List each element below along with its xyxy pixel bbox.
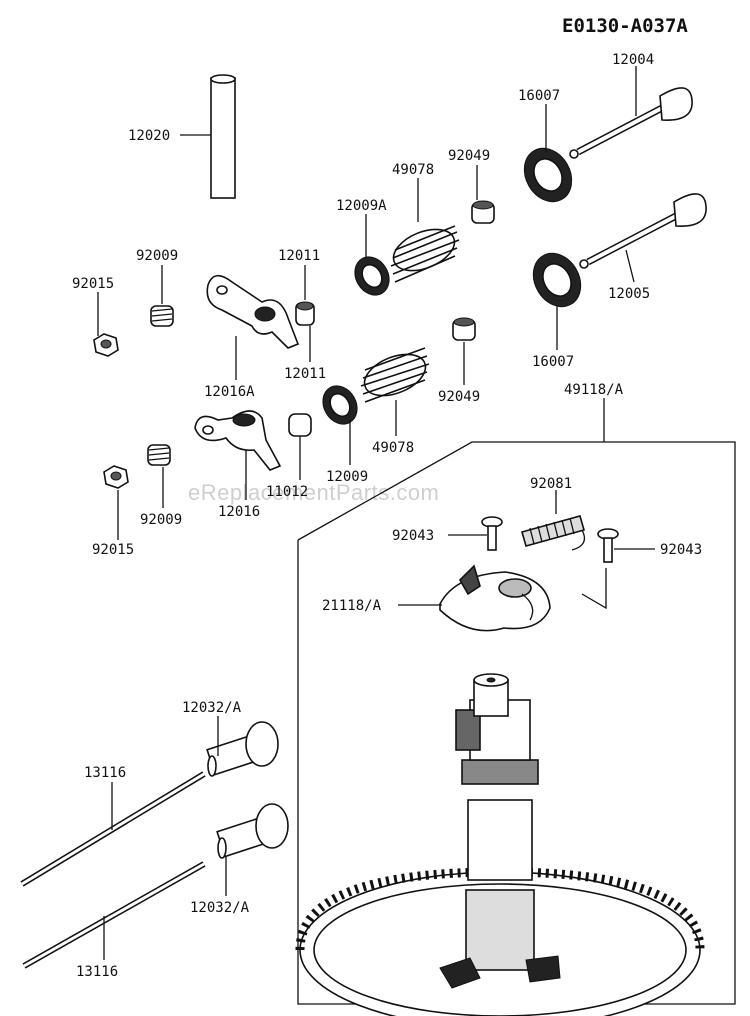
label-12009: 12009 — [326, 469, 368, 485]
part-16007-retainer-bottom — [532, 252, 582, 308]
label-12032A-bottom: 12032/A — [190, 900, 250, 916]
watermark: eReplacementParts.com — [188, 480, 439, 505]
part-92015-nut-top — [93, 333, 119, 357]
part-16007-retainer-top — [523, 147, 573, 203]
label-49118A: 49118/A — [564, 382, 624, 398]
label-49078-top: 49078 — [392, 162, 434, 178]
part-13116-pushrod-bottom — [22, 861, 206, 969]
part-12032A-tappet-top — [206, 721, 279, 777]
part-12016-rocker-arm — [194, 410, 282, 471]
part-92015-nut-bottom — [103, 465, 129, 489]
label-12009A: 12009A — [336, 198, 387, 214]
diagram-code: E0130-A037A — [562, 15, 688, 37]
part-21118A-decompression — [439, 564, 551, 632]
label-12020: 12020 — [128, 128, 170, 144]
part-92043-pin-left — [481, 516, 503, 551]
camshaft-assembly-boundary — [297, 441, 736, 1005]
label-92049-top: 92049 — [448, 148, 490, 164]
label-92049-bottom: 92049 — [438, 389, 480, 405]
label-12016A: 12016A — [204, 384, 255, 400]
label-92009-bottom: 92009 — [140, 512, 182, 528]
part-49078-spring-bottom — [360, 347, 430, 403]
part-92049-cap-top — [471, 200, 495, 224]
label-92009-top: 92009 — [136, 248, 178, 264]
part-49078-spring-top — [390, 225, 460, 283]
part-camshaft — [295, 673, 705, 1016]
label-12032A-top: 12032/A — [182, 700, 242, 716]
part-12011-bushing — [295, 301, 315, 326]
part-12020-pin — [210, 74, 236, 199]
label-13116-top: 13116 — [84, 765, 126, 781]
label-16007-top: 16007 — [518, 88, 560, 104]
label-92081: 92081 — [530, 476, 572, 492]
part-12009-seat — [322, 385, 358, 425]
part-92081-spring — [521, 515, 586, 551]
label-16007-bottom: 16007 — [532, 354, 574, 370]
part-11012-bushing — [288, 413, 312, 437]
label-92015-bottom: 92015 — [92, 542, 134, 558]
label-92043-left: 92043 — [392, 528, 434, 544]
part-92009-adjuster-bottom — [147, 444, 171, 466]
part-12004-valve — [569, 87, 693, 159]
label-12011-bottom: 12011 — [284, 366, 326, 382]
label-12016: 12016 — [218, 504, 260, 520]
label-12011-top: 12011 — [278, 248, 320, 264]
part-12005-valve — [579, 193, 707, 269]
part-92043-pin-right — [597, 528, 619, 563]
label-13116-bottom: 13116 — [76, 964, 118, 980]
label-12004: 12004 — [612, 52, 654, 68]
part-92049-cap-bottom — [452, 317, 476, 341]
label-92015-top: 92015 — [72, 276, 114, 292]
part-12009A-seat — [354, 256, 390, 296]
label-11012: 11012 — [266, 484, 308, 500]
label-49078-bottom: 49078 — [372, 440, 414, 456]
label-12005: 12005 — [608, 286, 650, 302]
part-12032A-tappet-bottom — [216, 803, 289, 859]
part-13116-pushrod-top — [20, 771, 206, 887]
label-21118A: 21118/A — [322, 598, 382, 614]
part-12016A-rocker-arm — [206, 274, 300, 349]
label-92043-right: 92043 — [660, 542, 702, 558]
part-92009-adjuster-top — [150, 305, 174, 327]
